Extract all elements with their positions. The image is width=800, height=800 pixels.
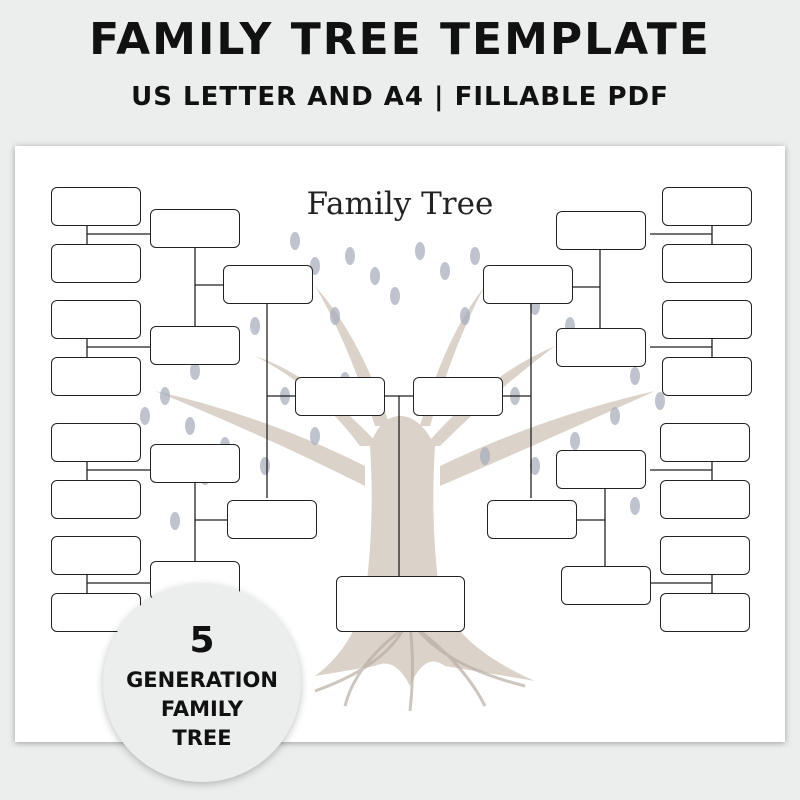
gen5-left-box-7[interactable] bbox=[51, 536, 141, 575]
badge-number: 5 bbox=[103, 620, 301, 661]
gen5-right-box-7[interactable] bbox=[660, 536, 750, 575]
gen5-right-box-3[interactable] bbox=[662, 300, 752, 339]
gen5-left-box-4[interactable] bbox=[51, 357, 141, 396]
gen4-left-box-2[interactable] bbox=[150, 326, 240, 365]
gen5-right-box-2[interactable] bbox=[662, 244, 752, 283]
gen5-left-box-1[interactable] bbox=[51, 187, 141, 226]
gen5-right-box-8[interactable] bbox=[660, 593, 750, 632]
gen3-left-box-2[interactable] bbox=[227, 500, 317, 539]
page-subtitle: US LETTER AND A4 | FILLABLE PDF bbox=[0, 82, 800, 112]
generation-badge: 5 GENERATION FAMILY TREE bbox=[103, 584, 301, 782]
gen4-left-box-3[interactable] bbox=[150, 444, 240, 483]
gen5-left-box-6[interactable] bbox=[51, 480, 141, 519]
gen4-left-box-1[interactable] bbox=[150, 209, 240, 248]
gen4-right-box-3[interactable] bbox=[556, 450, 646, 489]
gen3-left-box-1[interactable] bbox=[223, 265, 313, 304]
root-person-box[interactable] bbox=[336, 576, 465, 632]
parent-left-box[interactable] bbox=[295, 377, 385, 416]
page-title: FAMILY TREE TEMPLATE bbox=[0, 14, 800, 65]
gen5-right-box-1[interactable] bbox=[662, 187, 752, 226]
gen4-right-box-4[interactable] bbox=[561, 566, 651, 605]
gen4-right-box-2[interactable] bbox=[556, 328, 646, 367]
gen5-left-box-5[interactable] bbox=[51, 423, 141, 462]
gen5-right-box-6[interactable] bbox=[660, 480, 750, 519]
badge-line-1: GENERATION bbox=[103, 668, 301, 692]
gen3-right-box-1[interactable] bbox=[483, 265, 573, 304]
gen5-left-box-3[interactable] bbox=[51, 300, 141, 339]
gen3-right-box-2[interactable] bbox=[487, 500, 577, 539]
badge-line-3: TREE bbox=[103, 726, 301, 750]
gen5-right-box-5[interactable] bbox=[660, 423, 750, 462]
badge-line-2: FAMILY bbox=[103, 697, 301, 721]
gen5-left-box-2[interactable] bbox=[51, 244, 141, 283]
gen5-right-box-4[interactable] bbox=[662, 357, 752, 396]
gen4-right-box-1[interactable] bbox=[556, 211, 646, 250]
parent-right-box[interactable] bbox=[413, 377, 503, 416]
